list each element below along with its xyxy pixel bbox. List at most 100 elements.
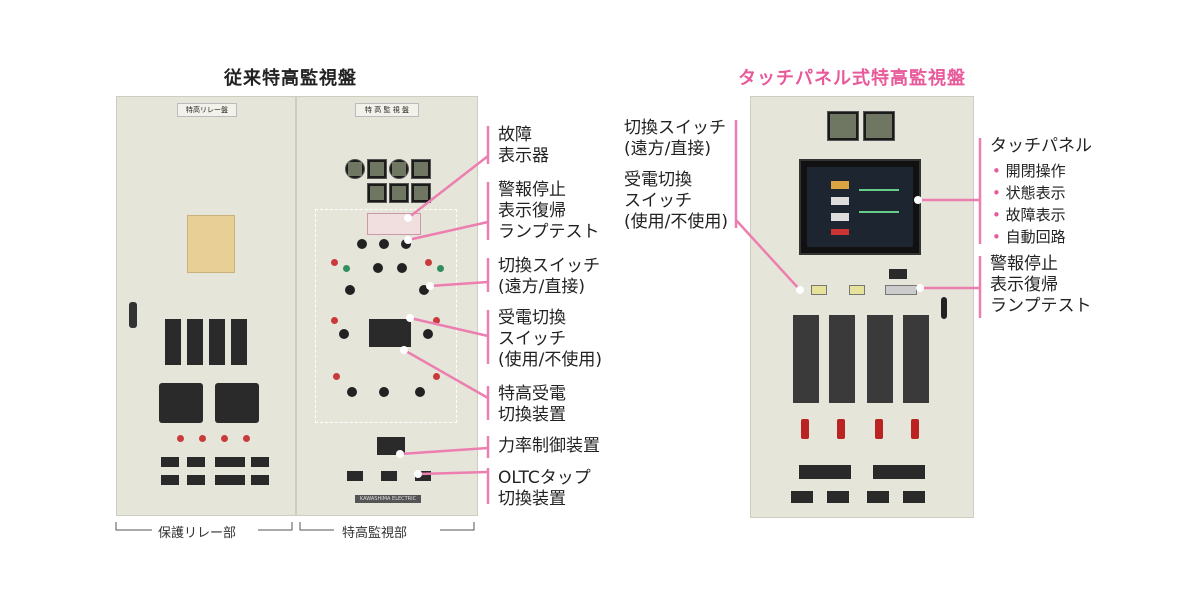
monitor-cabinet: 特 高 監 視 盤 KAWASHIMA ELECTR bbox=[296, 96, 478, 516]
alarm-buttons bbox=[885, 285, 917, 295]
relay-unit bbox=[231, 319, 247, 365]
bracket-lines bbox=[115, 522, 475, 531]
callout-fault-indicator: 故障 表示器 bbox=[498, 125, 549, 166]
selector-switch bbox=[345, 285, 355, 295]
analog-meter bbox=[389, 159, 409, 179]
door-handle bbox=[129, 302, 137, 328]
left-panel-title: 従来特高監視盤 bbox=[224, 68, 357, 89]
callout-power-factor: 力率制御装置 bbox=[498, 436, 600, 456]
test-terminal bbox=[827, 491, 849, 503]
lamp-unit bbox=[889, 269, 907, 279]
touch-feature-item: 故障表示 bbox=[992, 204, 1066, 226]
conventional-panel-photo: 特高リレー盤 特 高 監 視 盤 bbox=[108, 96, 483, 516]
test-terminal bbox=[161, 457, 179, 467]
analog-meter bbox=[345, 159, 365, 179]
relay-unit bbox=[867, 315, 893, 403]
lamp bbox=[433, 317, 440, 324]
monitor-cabinet-label: 特 高 監 視 盤 bbox=[355, 103, 419, 117]
bracket-label-relay: 保護リレー部 bbox=[158, 526, 237, 541]
lamp bbox=[331, 317, 338, 324]
callout-receiving-switch: 受電切換 スイッチ (使用/不使用) bbox=[498, 308, 602, 370]
red-lamp bbox=[177, 435, 184, 442]
relay-unit bbox=[165, 319, 181, 365]
test-terminal bbox=[903, 491, 925, 503]
callout-alarm-reset: 警報停止 表示復帰 ランプテスト bbox=[498, 180, 600, 242]
test-terminal bbox=[215, 457, 245, 467]
red-switch bbox=[875, 419, 883, 439]
monitor-section-outline bbox=[315, 209, 457, 423]
callout-touch-receiving-switch: 受電切換 スイッチ (使用/不使用) bbox=[624, 170, 728, 232]
lamp bbox=[331, 259, 338, 266]
callout-touch-selector-switch: 切換スイッチ (遠方/直接) bbox=[624, 118, 726, 159]
relay-unit bbox=[209, 319, 225, 365]
reset-button bbox=[357, 239, 367, 249]
test-terminal bbox=[215, 475, 245, 485]
screen-line bbox=[859, 189, 899, 191]
tap-switch bbox=[381, 471, 397, 481]
lamp bbox=[425, 259, 432, 266]
test-terminal bbox=[791, 491, 813, 503]
digital-meter bbox=[863, 111, 895, 141]
receiving-switch-unit bbox=[369, 319, 411, 347]
relay-unit bbox=[793, 315, 819, 403]
touch-screen bbox=[799, 159, 921, 255]
selector-switch bbox=[347, 387, 357, 397]
reset-button bbox=[401, 239, 411, 249]
screen-element bbox=[831, 213, 849, 221]
power-factor-controller bbox=[377, 437, 405, 455]
touch-feature-item: 状態表示 bbox=[992, 182, 1066, 204]
selector-switch bbox=[339, 329, 349, 339]
relay-cabinet-label: 特高リレー盤 bbox=[177, 103, 237, 117]
red-lamp bbox=[221, 435, 228, 442]
digital-meter bbox=[389, 183, 409, 203]
digital-meter bbox=[411, 159, 431, 179]
red-lamp bbox=[243, 435, 250, 442]
selector-switch bbox=[811, 285, 827, 295]
relay-unit bbox=[829, 315, 855, 403]
nameplate: KAWASHIMA ELECTRIC bbox=[355, 495, 421, 503]
receiving-switch bbox=[849, 285, 865, 295]
relay-unit bbox=[187, 319, 203, 365]
reset-button bbox=[379, 239, 389, 249]
selector-switch bbox=[423, 329, 433, 339]
door-handle bbox=[941, 297, 947, 319]
bracket-label-monitor: 特高監視部 bbox=[342, 526, 408, 541]
screen-element bbox=[831, 197, 849, 205]
lamp bbox=[437, 265, 444, 272]
screen-element bbox=[831, 181, 849, 189]
relay-box bbox=[215, 383, 259, 423]
red-lamp bbox=[199, 435, 206, 442]
test-terminal bbox=[867, 491, 889, 503]
lamp bbox=[343, 265, 350, 272]
touch-feature-item: 開閉操作 bbox=[992, 160, 1066, 182]
terminal-block bbox=[873, 465, 925, 479]
red-switch bbox=[837, 419, 845, 439]
touch-feature-item: 自動回路 bbox=[992, 226, 1066, 248]
digital-meter bbox=[367, 183, 387, 203]
screen-line bbox=[859, 211, 899, 213]
selector-switch bbox=[415, 387, 425, 397]
selector-switch bbox=[379, 387, 389, 397]
red-switch bbox=[911, 419, 919, 439]
callout-selector-switch: 切換スイッチ (遠方/直接) bbox=[498, 256, 600, 297]
tap-switch bbox=[347, 471, 363, 481]
selector-switch bbox=[373, 263, 383, 273]
lamp bbox=[333, 373, 340, 380]
selector-switch bbox=[397, 263, 407, 273]
test-terminal bbox=[161, 475, 179, 485]
touch-screen-display bbox=[807, 167, 913, 247]
digital-meter bbox=[367, 159, 387, 179]
touch-panel-label: タッチパネル bbox=[990, 136, 1092, 156]
relay-cabinet: 特高リレー盤 bbox=[116, 96, 296, 516]
touch-panel-feature-list: 開閉操作 状態表示 故障表示 自動回路 bbox=[992, 160, 1066, 248]
relay-box bbox=[159, 383, 203, 423]
digital-meter bbox=[827, 111, 859, 141]
callout-receiving-transfer: 特高受電 切換装置 bbox=[498, 384, 566, 425]
callout-oltc: OLTCタップ 切換装置 bbox=[498, 468, 591, 509]
right-panel-title: タッチパネル式特高監視盤 bbox=[738, 68, 966, 89]
test-terminal bbox=[251, 475, 269, 485]
relay-unit bbox=[903, 315, 929, 403]
test-terminal bbox=[187, 457, 205, 467]
